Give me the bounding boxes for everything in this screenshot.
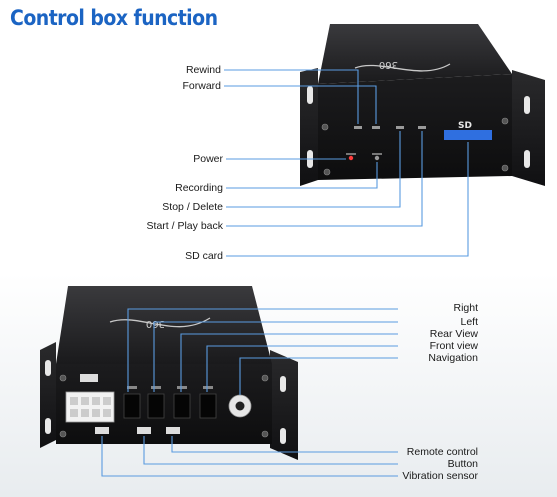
flange-slot: [280, 428, 286, 444]
rewind-leader-line: [224, 69, 359, 124]
label-vibration-sensor: Vibration sensor: [402, 470, 478, 482]
flange-slot: [524, 96, 530, 114]
logo-text: 360: [146, 318, 165, 329]
label-remote-control: Remote control: [406, 446, 478, 458]
rewind-button: [354, 126, 362, 129]
label-sd-card: SD card: [185, 250, 223, 262]
device-front-panel: [318, 74, 512, 180]
left-flange: [300, 68, 318, 186]
logo-text: 360: [379, 59, 398, 70]
vibration-sensor-leader-line: [101, 436, 398, 477]
port-mark: [177, 386, 187, 389]
port-mark: [151, 386, 161, 389]
remote-control-port: [95, 427, 109, 434]
device-lid: [318, 24, 512, 84]
rear-view-leader-line: [180, 333, 398, 392]
connector-pin: [103, 409, 111, 417]
screw: [59, 374, 67, 382]
recording-led: [374, 155, 380, 161]
sd-badge: SD: [458, 121, 472, 131]
label-start-playback: Start / Play back: [146, 220, 223, 232]
sd-card-slot: [444, 130, 492, 140]
connector-pin: [70, 397, 78, 405]
screw: [321, 123, 329, 131]
flange-slot: [280, 376, 286, 392]
front-view-leader-line: [206, 345, 398, 392]
stop-delete-leader-line: [226, 131, 401, 208]
logo-swoosh: [354, 63, 451, 72]
label-forward: Forward: [182, 80, 221, 92]
connector-pin: [81, 409, 89, 417]
label-navigation: Navigation: [428, 352, 478, 364]
label-front-view: Front view: [429, 340, 478, 352]
sd-card-leader-line: [226, 142, 469, 257]
flange-slot: [45, 360, 51, 376]
left-flange: [40, 342, 56, 448]
top-leader-lines: [224, 69, 469, 257]
flange-slot: [307, 86, 313, 104]
power-connector: [65, 391, 115, 423]
right-leader-line: [127, 308, 398, 392]
right-camera-port: [123, 393, 141, 419]
start-playback-leader-line: [226, 131, 423, 227]
label-power: Power: [193, 153, 223, 165]
label-rear-view: Rear View: [429, 328, 478, 340]
logo-swoosh: [109, 317, 211, 328]
forward-leader-line: [224, 85, 377, 124]
screw: [323, 168, 331, 176]
left-leader-line: [153, 321, 398, 392]
connector-pin: [103, 397, 111, 405]
screw: [261, 374, 269, 382]
right-flange: [512, 70, 545, 186]
connector-pin: [92, 397, 100, 405]
power-label-mark: [346, 153, 356, 155]
remote-control-leader-line: [171, 436, 398, 453]
connector-pin: [70, 409, 78, 417]
recording-label-mark: [372, 153, 382, 155]
label-button: Button: [447, 458, 478, 470]
screw: [261, 430, 269, 438]
label-stop-delete: Stop / Delete: [162, 201, 223, 213]
label-left: Left: [460, 316, 478, 328]
connector-pin: [81, 397, 89, 405]
rear-view-port: [173, 393, 191, 419]
port-label-sticker: [80, 374, 98, 382]
bottom-device: 360: [40, 286, 298, 460]
label-right: Right: [453, 302, 478, 314]
forward-button: [372, 126, 380, 129]
start-playback-button: [396, 126, 404, 129]
screw: [59, 430, 67, 438]
screw: [501, 164, 509, 172]
navigation-jack-hole: [235, 401, 245, 411]
power-led: [348, 155, 354, 161]
navigation-leader-line: [239, 357, 398, 395]
button-leader-line: [143, 436, 398, 465]
top-device: 360 SD: [300, 24, 545, 186]
label-recording: Recording: [175, 182, 223, 194]
stop-delete-button: [418, 126, 426, 129]
page-title: Control box function: [10, 6, 218, 30]
button-port: [137, 427, 151, 434]
port-mark: [203, 386, 213, 389]
connector-pin: [92, 409, 100, 417]
label-rewind: Rewind: [185, 64, 221, 76]
port-mark: [127, 386, 137, 389]
front-view-port: [199, 393, 217, 419]
flange-slot: [45, 418, 51, 434]
flange-slot: [524, 150, 530, 168]
screw: [501, 117, 509, 125]
vibration-sensor-port: [166, 427, 180, 434]
bottom-leader-lines: [101, 308, 398, 477]
left-camera-port: [147, 393, 165, 419]
recording-leader-line: [226, 162, 378, 189]
right-flange: [270, 350, 298, 460]
